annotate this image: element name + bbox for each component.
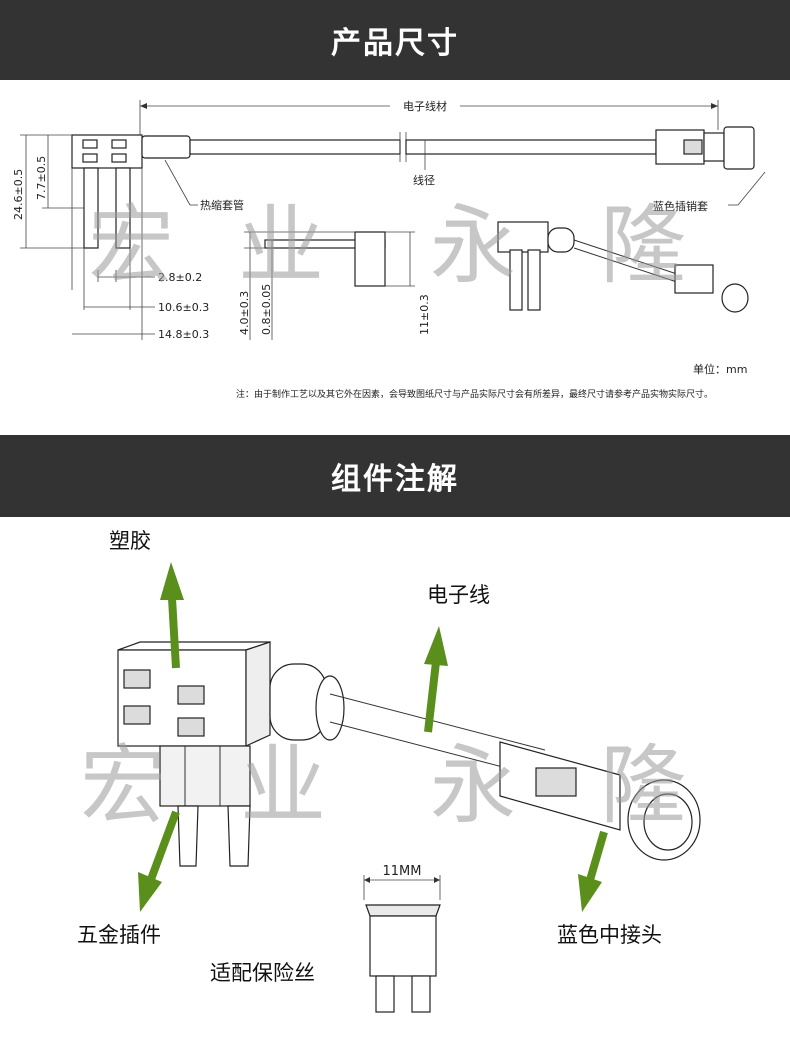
watermark-char-4: 隆 — [600, 196, 686, 296]
fuse-width-label: 11MM — [383, 864, 422, 879]
arrow-blue-connector — [578, 830, 608, 912]
label-metal-pins: 五金插件 — [77, 923, 161, 947]
dimension-drawing: 电子线材 线径 热缩套管 蓝色插销套 24.6±0.5 7.7±0.5 2.8±… — [12, 98, 766, 400]
product-sketch-small — [497, 221, 749, 313]
dim-11: 11±0.3 — [418, 294, 431, 335]
arrow-plastic — [160, 562, 184, 669]
label-fuse: 适配保险丝 — [210, 961, 315, 985]
arrow-wire — [424, 626, 448, 733]
dim-4-0: 4.0±0.3 — [238, 291, 251, 335]
watermark-char-2: 业 — [238, 196, 324, 296]
label-heat-shrink: 热缩套管 — [200, 198, 244, 212]
dim-7-7: 7.7±0.5 — [35, 156, 48, 200]
watermark-char-3: 永 — [430, 736, 516, 836]
dim-0-8: 0.8±0.05 — [260, 284, 273, 335]
watermark-char-4: 隆 — [600, 736, 686, 836]
watermark-char-3: 永 — [430, 196, 516, 296]
dim-14-8: 14.8±0.3 — [158, 328, 209, 341]
section-title: 产品尺寸 — [331, 26, 459, 61]
arrow-metal-pins — [138, 810, 180, 912]
section-banner-dimensions: 产品尺寸 — [0, 0, 790, 80]
label-blue-connector: 蓝色中接头 — [557, 923, 662, 947]
label-wire: 电子线 — [427, 583, 490, 607]
label-wire-gauge: 线径 — [413, 173, 435, 187]
section-banner-components: 组件注解 — [0, 435, 790, 517]
watermark-char-2: 业 — [240, 736, 326, 836]
dim-2-8: 2.8±0.2 — [158, 271, 202, 284]
fuse-illustration: 11MM — [363, 864, 441, 1013]
dim-10-6: 10.6±0.3 — [158, 301, 209, 314]
label-wire-material: 电子线材 — [403, 99, 447, 113]
unit-label: 单位：mm — [693, 362, 747, 376]
section-title: 组件注解 — [331, 462, 459, 497]
dimension-note: 注：由于制作工艺以及其它外在因素，会导致图纸尺寸与产品实际尺寸会有所差异，最终尺… — [236, 388, 713, 400]
watermark-char-1: 宏 — [80, 736, 166, 836]
component-illustration: 11MM 宏 业 永 隆 塑胶 电子线 五金插件 蓝色中接头 适配保险丝 — [77, 529, 701, 1013]
dim-24-6: 24.6±0.5 — [12, 169, 25, 220]
watermark-char-1: 宏 — [88, 196, 174, 296]
label-plastic: 塑胶 — [109, 529, 151, 553]
label-blue-sleeve: 蓝色插销套 — [653, 199, 708, 213]
